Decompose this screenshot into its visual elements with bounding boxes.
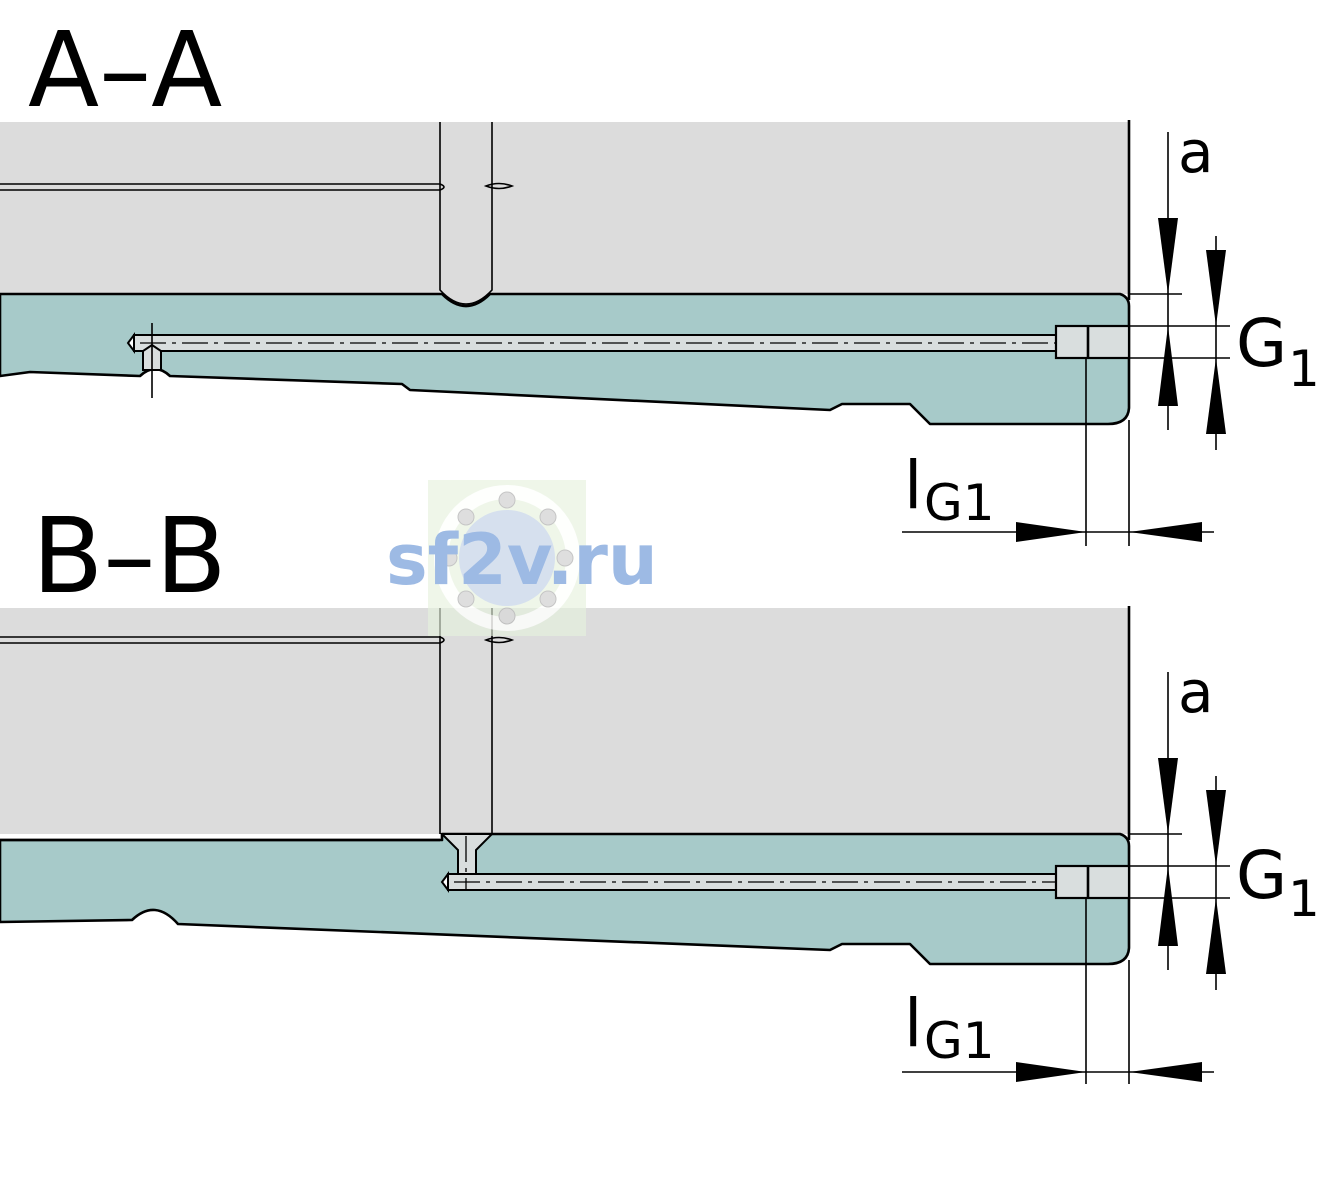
dimension-a-a: a G 1 l G1 <box>902 118 1320 546</box>
dim-lg-subscript-a: G1 <box>924 474 995 532</box>
dim-lg-label-a: l <box>904 447 922 524</box>
dim-lg-arrow-left-a <box>1016 522 1086 542</box>
cross-hole-b <box>439 833 495 875</box>
dim-lg-arrow-right-b <box>1129 1062 1202 1082</box>
section-a-a: A–A a G 1 <box>0 9 1320 546</box>
dim-a-label-b: a <box>1178 658 1214 726</box>
dim-a-arrow-bottom-b <box>1158 866 1178 946</box>
section-b-b-title: B–B <box>32 495 227 617</box>
dim-g-arrow-bottom-b <box>1206 898 1226 974</box>
housing-a <box>0 122 1129 306</box>
watermark-text: sf2v.ru <box>386 519 658 601</box>
lube-hole-ellipse-a <box>483 182 515 190</box>
thread-g1-b <box>1054 864 1131 900</box>
dimension-b-b: a G 1 l G1 <box>902 658 1320 1084</box>
thread-g1-a <box>1054 324 1131 360</box>
dim-g-arrow-top <box>1206 250 1226 326</box>
lube-hole-ellipse-b <box>483 636 515 644</box>
dim-g-subscript-b: 1 <box>1288 870 1320 928</box>
lube-hole-left-a <box>439 122 493 305</box>
watermark-bearing-inner <box>459 510 555 606</box>
watermark-balls <box>440 491 574 625</box>
housing-b <box>0 608 1129 834</box>
dim-a-label: a <box>1178 118 1214 186</box>
bore-tip-a <box>126 332 135 354</box>
dim-lg-label-b: l <box>904 985 922 1062</box>
bearing-ring-b <box>0 832 1131 966</box>
bearing-ring-a <box>0 292 1131 426</box>
dim-g-subscript: 1 <box>1288 340 1320 398</box>
dim-lg-arrow-right-a <box>1129 522 1202 542</box>
dim-g-label: G <box>1236 305 1287 382</box>
dim-g-arrow-bottom <box>1206 358 1226 434</box>
dim-a-arrow-bottom <box>1158 326 1178 406</box>
dim-a-arrow-top <box>1158 218 1178 294</box>
dim-g-label-b: G <box>1236 837 1287 914</box>
lube-hole-b <box>439 608 493 834</box>
dim-lg-arrow-left-b <box>1016 1062 1086 1082</box>
watermark: sf2v.ru <box>386 480 658 636</box>
section-a-a-title: A–A <box>28 9 222 131</box>
dim-g-arrow-top-b <box>1206 790 1226 866</box>
bore-tip-b <box>440 871 449 893</box>
section-b-b: B–B a G 1 <box>0 495 1320 1084</box>
dim-lg-subscript-b: G1 <box>924 1012 995 1070</box>
dim-a-arrow-top-b <box>1158 758 1178 834</box>
